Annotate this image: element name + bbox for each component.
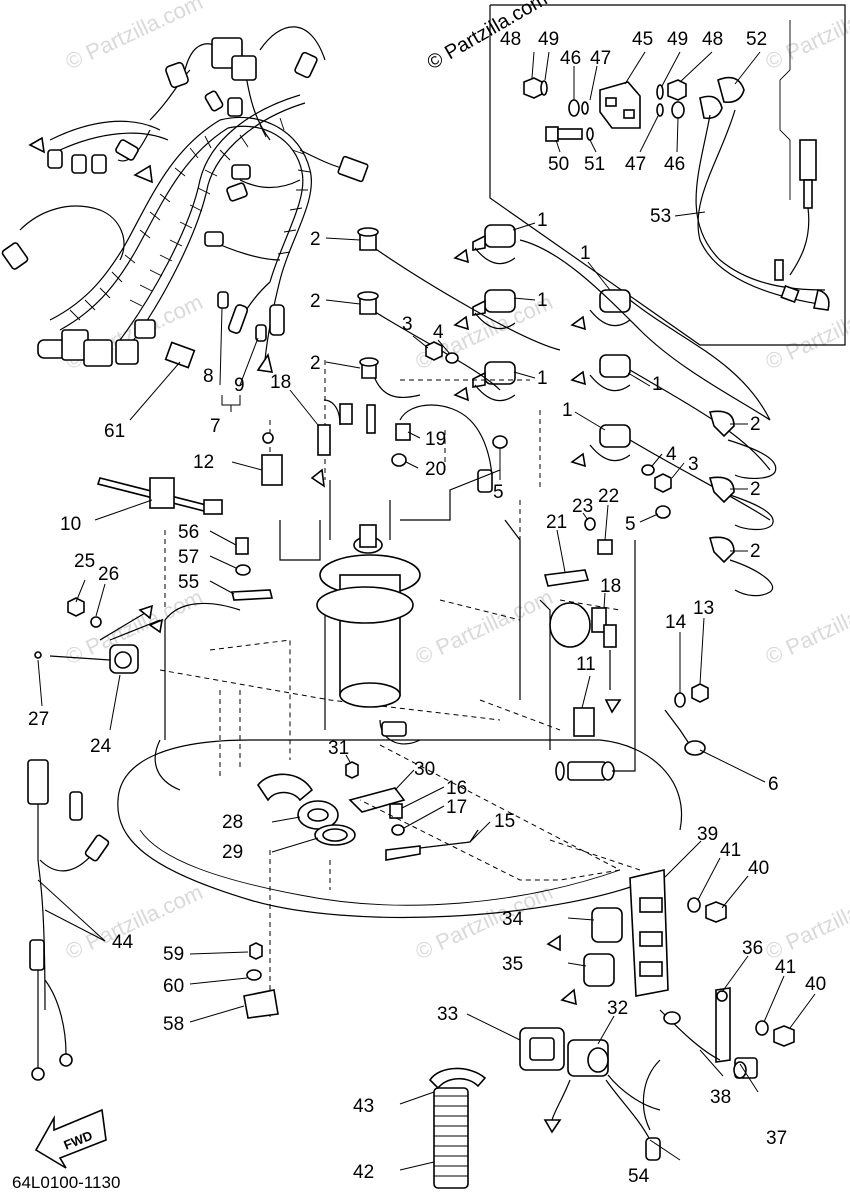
callout-47: 47 xyxy=(625,154,646,175)
callout-51: 51 xyxy=(584,154,605,175)
callout-44: 44 xyxy=(112,932,134,953)
callout-8: 8 xyxy=(203,366,214,387)
callout-1: 1 xyxy=(652,374,663,395)
callout-5: 5 xyxy=(625,514,636,535)
callout-1: 1 xyxy=(537,210,548,231)
callout-2: 2 xyxy=(750,479,761,500)
callout-61: 61 xyxy=(104,421,125,442)
callout-33: 33 xyxy=(437,1004,458,1025)
callout-26: 26 xyxy=(98,564,119,585)
callout-37: 37 xyxy=(766,1128,787,1149)
callout-22: 22 xyxy=(598,486,619,507)
callout-57: 57 xyxy=(178,547,199,568)
callout-38: 38 xyxy=(710,1087,731,1108)
callout-15: 15 xyxy=(494,811,515,832)
callout-30: 30 xyxy=(414,759,435,780)
callout-2: 2 xyxy=(310,353,321,374)
callout-17: 17 xyxy=(446,797,467,818)
callout-60: 60 xyxy=(163,976,184,997)
callout-48: 48 xyxy=(702,29,723,50)
callout-46: 46 xyxy=(560,48,581,69)
callout-11: 11 xyxy=(576,654,596,675)
harness-tape xyxy=(69,117,311,321)
callout-2: 2 xyxy=(750,414,761,435)
callout-2: 2 xyxy=(310,229,321,250)
callout-43: 43 xyxy=(353,1096,374,1117)
callout-27: 27 xyxy=(28,709,49,730)
callout-25: 25 xyxy=(74,551,95,572)
callout-1: 1 xyxy=(537,368,548,389)
callout-28: 28 xyxy=(222,812,243,833)
callout-31: 31 xyxy=(328,738,349,759)
leader-lines xyxy=(37,222,816,1171)
callout-40: 40 xyxy=(748,858,769,879)
callout-21: 21 xyxy=(546,512,567,533)
callout-2: 2 xyxy=(310,291,321,312)
callout-46: 46 xyxy=(664,154,685,175)
watermark-text: © Partzilla.com xyxy=(412,584,557,669)
callout-24: 24 xyxy=(90,736,112,757)
callout-4: 4 xyxy=(433,322,444,343)
callout-16: 16 xyxy=(446,778,467,799)
callout-9: 9 xyxy=(234,375,245,396)
callout-56: 56 xyxy=(178,522,199,543)
callout-5: 5 xyxy=(493,482,504,503)
callout-45: 45 xyxy=(632,29,653,50)
callout-18: 18 xyxy=(600,576,621,597)
lower-left-parts: FWD xyxy=(27,399,487,1189)
callout-54: 54 xyxy=(628,1166,650,1187)
watermark-text: © Partzilla.com xyxy=(762,879,850,964)
watermark-text: © Partzilla.com xyxy=(762,584,850,669)
callout-12: 12 xyxy=(193,452,214,473)
callout-3: 3 xyxy=(688,454,699,475)
callout-41: 41 xyxy=(775,957,796,978)
callout-20: 20 xyxy=(425,459,446,480)
watermark-text: © Partzilla.com xyxy=(412,879,557,964)
callout-47: 47 xyxy=(590,48,611,69)
callout-52: 52 xyxy=(746,29,767,50)
watermark-text: © Partzilla.com xyxy=(62,0,207,75)
callout-19: 19 xyxy=(425,429,446,450)
callout-49: 49 xyxy=(667,29,688,50)
callout-34: 34 xyxy=(502,909,524,930)
forward-arrow-icon xyxy=(34,1108,107,1169)
right-side-parts xyxy=(359,517,795,1161)
callout-1: 1 xyxy=(562,400,573,421)
callout-13: 13 xyxy=(693,598,714,619)
callout-3: 3 xyxy=(402,314,413,335)
ignition-coils xyxy=(357,224,777,597)
callout-labels: 1 1 1 1 1 1 2 2 2 2 2 2 3 3 4 4 5 5 6 7 … xyxy=(28,29,826,1187)
callout-59: 59 xyxy=(163,944,184,965)
callout-2: 2 xyxy=(750,541,761,562)
callout-36: 36 xyxy=(742,938,763,959)
callout-7: 7 xyxy=(210,416,221,437)
callout-10: 10 xyxy=(60,514,81,535)
callout-29: 29 xyxy=(222,842,243,863)
callout-55: 55 xyxy=(178,572,199,593)
callout-6: 6 xyxy=(768,774,779,795)
drawing-code: 64L0100-1130 xyxy=(12,1173,120,1192)
watermark-text: © Partzilla.com xyxy=(762,0,850,75)
copyright-text: © Partzilla.com xyxy=(424,0,552,74)
callout-58: 58 xyxy=(163,1014,184,1035)
callout-4: 4 xyxy=(666,444,677,465)
callout-48: 48 xyxy=(500,29,521,50)
callout-14: 14 xyxy=(665,612,687,633)
main-wiring-harness xyxy=(1,26,369,373)
callout-23: 23 xyxy=(572,496,593,517)
callout-35: 35 xyxy=(502,954,523,975)
engine-block xyxy=(117,360,683,1020)
callout-18: 18 xyxy=(270,372,291,393)
callout-32: 32 xyxy=(607,998,628,1019)
callout-39: 39 xyxy=(697,824,718,845)
callout-1: 1 xyxy=(580,243,591,264)
callout-42: 42 xyxy=(353,1162,374,1183)
callout-50: 50 xyxy=(548,154,569,175)
callout-49: 49 xyxy=(538,29,559,50)
callout-53: 53 xyxy=(650,206,671,227)
callout-41: 41 xyxy=(720,840,741,861)
callout-1: 1 xyxy=(537,290,548,311)
callout-40: 40 xyxy=(805,974,826,995)
